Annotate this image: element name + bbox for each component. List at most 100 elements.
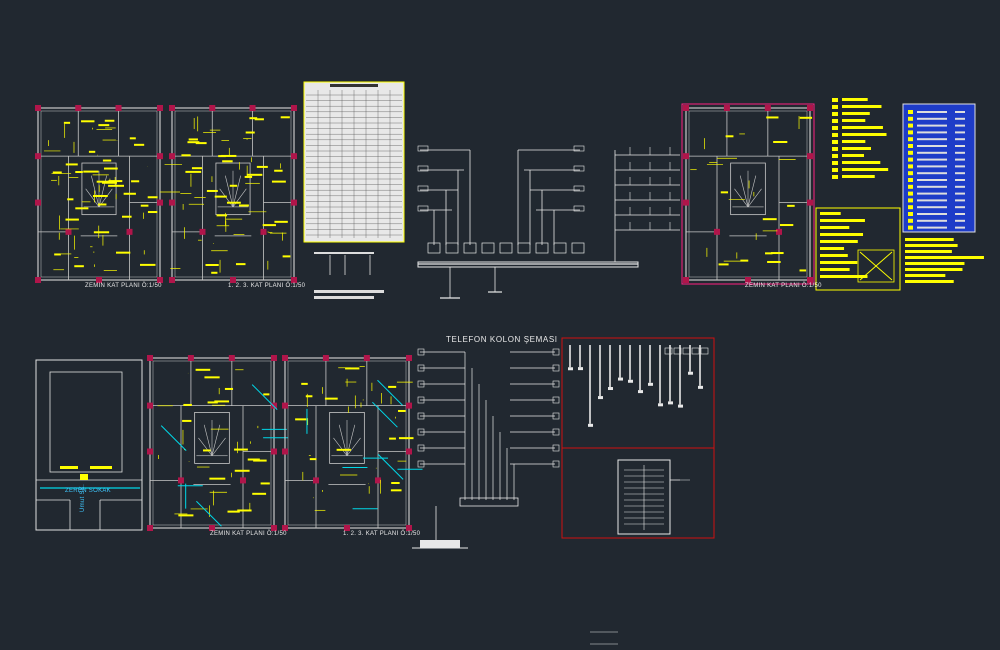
fixture-label [720, 191, 729, 194]
general-note [905, 256, 984, 259]
structural-column [291, 199, 297, 206]
fixture-label [222, 160, 233, 163]
component-cap [688, 371, 693, 375]
general-note [905, 250, 952, 253]
structural-column [169, 105, 175, 111]
table-note [314, 290, 384, 293]
fixture-label [102, 159, 112, 162]
structural-column [291, 153, 297, 160]
fixture-label [101, 181, 117, 184]
symbol-text [917, 213, 947, 215]
detail-box [815, 207, 901, 291]
component-cap [588, 423, 593, 427]
fixture-label [67, 198, 74, 201]
phone-outlet [417, 412, 425, 420]
legend-symbol [832, 154, 838, 158]
fixture-label [65, 218, 79, 221]
symbol-code [955, 117, 965, 120]
symbol-text [917, 111, 947, 113]
meter-box [573, 165, 585, 172]
phone-outlet [552, 380, 560, 388]
symbol-code [955, 185, 965, 188]
fixture-label [115, 251, 131, 254]
fixture-label [147, 196, 158, 199]
fixture-label [295, 418, 307, 421]
fixture-label [254, 118, 264, 121]
symbol-code [955, 199, 965, 202]
fixture-label [324, 397, 338, 400]
structural-column [683, 153, 689, 160]
stair-step [739, 175, 749, 207]
detail-text [820, 219, 865, 222]
fixture-label [767, 260, 781, 263]
fixture-label [52, 171, 62, 174]
table-note [314, 252, 374, 254]
symbol-icon [908, 130, 913, 135]
legend-symbol [832, 140, 838, 144]
meter-panel [499, 242, 513, 254]
fixture-label [98, 124, 110, 127]
phone-outlet [552, 396, 560, 404]
fixture-label [256, 165, 268, 168]
structural-column [363, 355, 370, 361]
symbol-text [917, 199, 947, 202]
component-cap [598, 396, 603, 400]
structural-column [271, 402, 277, 409]
symbol-code [955, 172, 965, 175]
structural-column [147, 355, 153, 361]
symbol-text [917, 206, 947, 209]
stair-step [333, 437, 348, 456]
meter-panel [535, 242, 549, 254]
site-marker [80, 474, 88, 480]
phone-line [372, 401, 398, 428]
component-cap [658, 403, 663, 407]
fixture-label [235, 263, 246, 266]
structural-column [157, 199, 163, 206]
component-cap [578, 367, 583, 371]
symbol-icon [908, 137, 913, 142]
detail-text [820, 226, 850, 229]
structural-column [147, 402, 153, 409]
legend-yellow [815, 98, 901, 291]
legend-symbol [832, 147, 838, 151]
structural-column [35, 277, 41, 283]
stair-step [203, 424, 213, 456]
meter-box [417, 185, 429, 192]
fixture-label [147, 211, 158, 214]
detail-text [820, 240, 858, 243]
symbol-icon [908, 218, 913, 223]
fixture-label [773, 140, 788, 143]
legend-text [842, 161, 881, 164]
general-note [905, 262, 965, 265]
fixture-label [274, 220, 288, 223]
table-border [303, 81, 405, 243]
symbol-text [917, 192, 947, 195]
fixture-label [398, 437, 414, 440]
symbol-icon [908, 157, 913, 162]
structural-column [209, 105, 216, 111]
fixture-label [390, 489, 402, 492]
detail-text [820, 275, 868, 278]
meter-box [417, 205, 429, 212]
symbol-code [955, 131, 965, 134]
fixture-label [209, 477, 226, 480]
structural-column [187, 355, 194, 361]
telefon-kolon-semasi-title: TELEFON KOLON ŞEMASI [446, 335, 558, 344]
fixture-label [207, 401, 218, 404]
fixture-label [218, 155, 226, 158]
fixture-label [216, 214, 228, 217]
component-cap [668, 401, 673, 405]
fixture-label [234, 469, 250, 472]
stair-step [219, 188, 234, 208]
structural-column [764, 105, 771, 111]
relay-symbol [691, 347, 700, 355]
stair-step [211, 437, 226, 456]
symbol-icon [908, 144, 913, 148]
detail-text [820, 247, 845, 250]
detail-sketch-line [859, 251, 893, 281]
structural-column [683, 277, 689, 283]
meter-box [417, 165, 429, 172]
symbol-code [955, 206, 965, 209]
phone-line [377, 379, 403, 406]
fixture-label [205, 264, 219, 267]
